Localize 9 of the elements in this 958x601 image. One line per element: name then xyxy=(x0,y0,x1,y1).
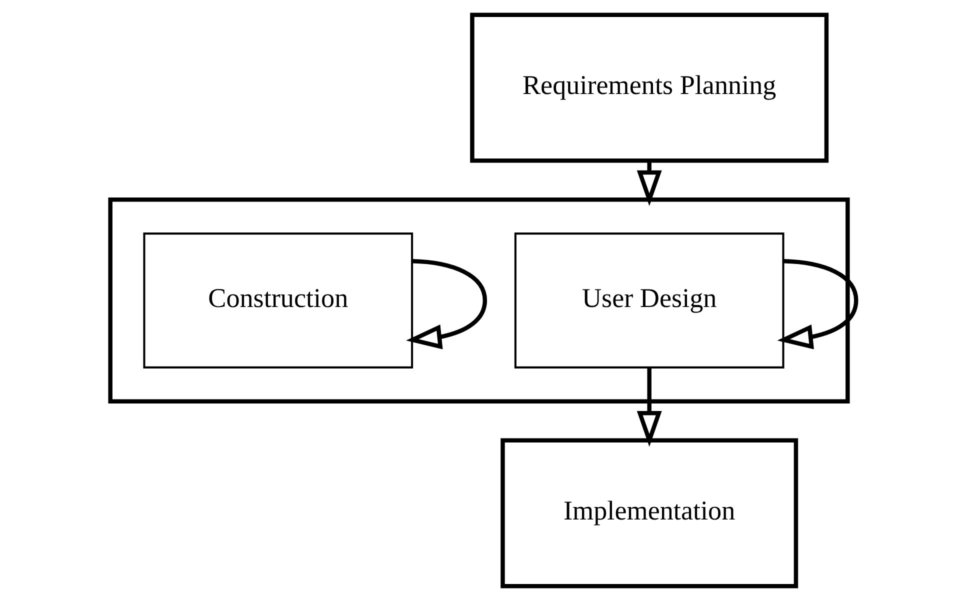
node-box: Requirements Planning xyxy=(470,12,829,163)
arrow xyxy=(406,259,488,350)
node-box: User Design xyxy=(514,232,784,368)
cluster xyxy=(108,198,850,404)
arrow xyxy=(777,259,858,350)
node-box: Implementation xyxy=(500,438,798,588)
arrow xyxy=(636,368,662,447)
node-box: Construction xyxy=(143,232,414,368)
arrow xyxy=(636,160,662,206)
